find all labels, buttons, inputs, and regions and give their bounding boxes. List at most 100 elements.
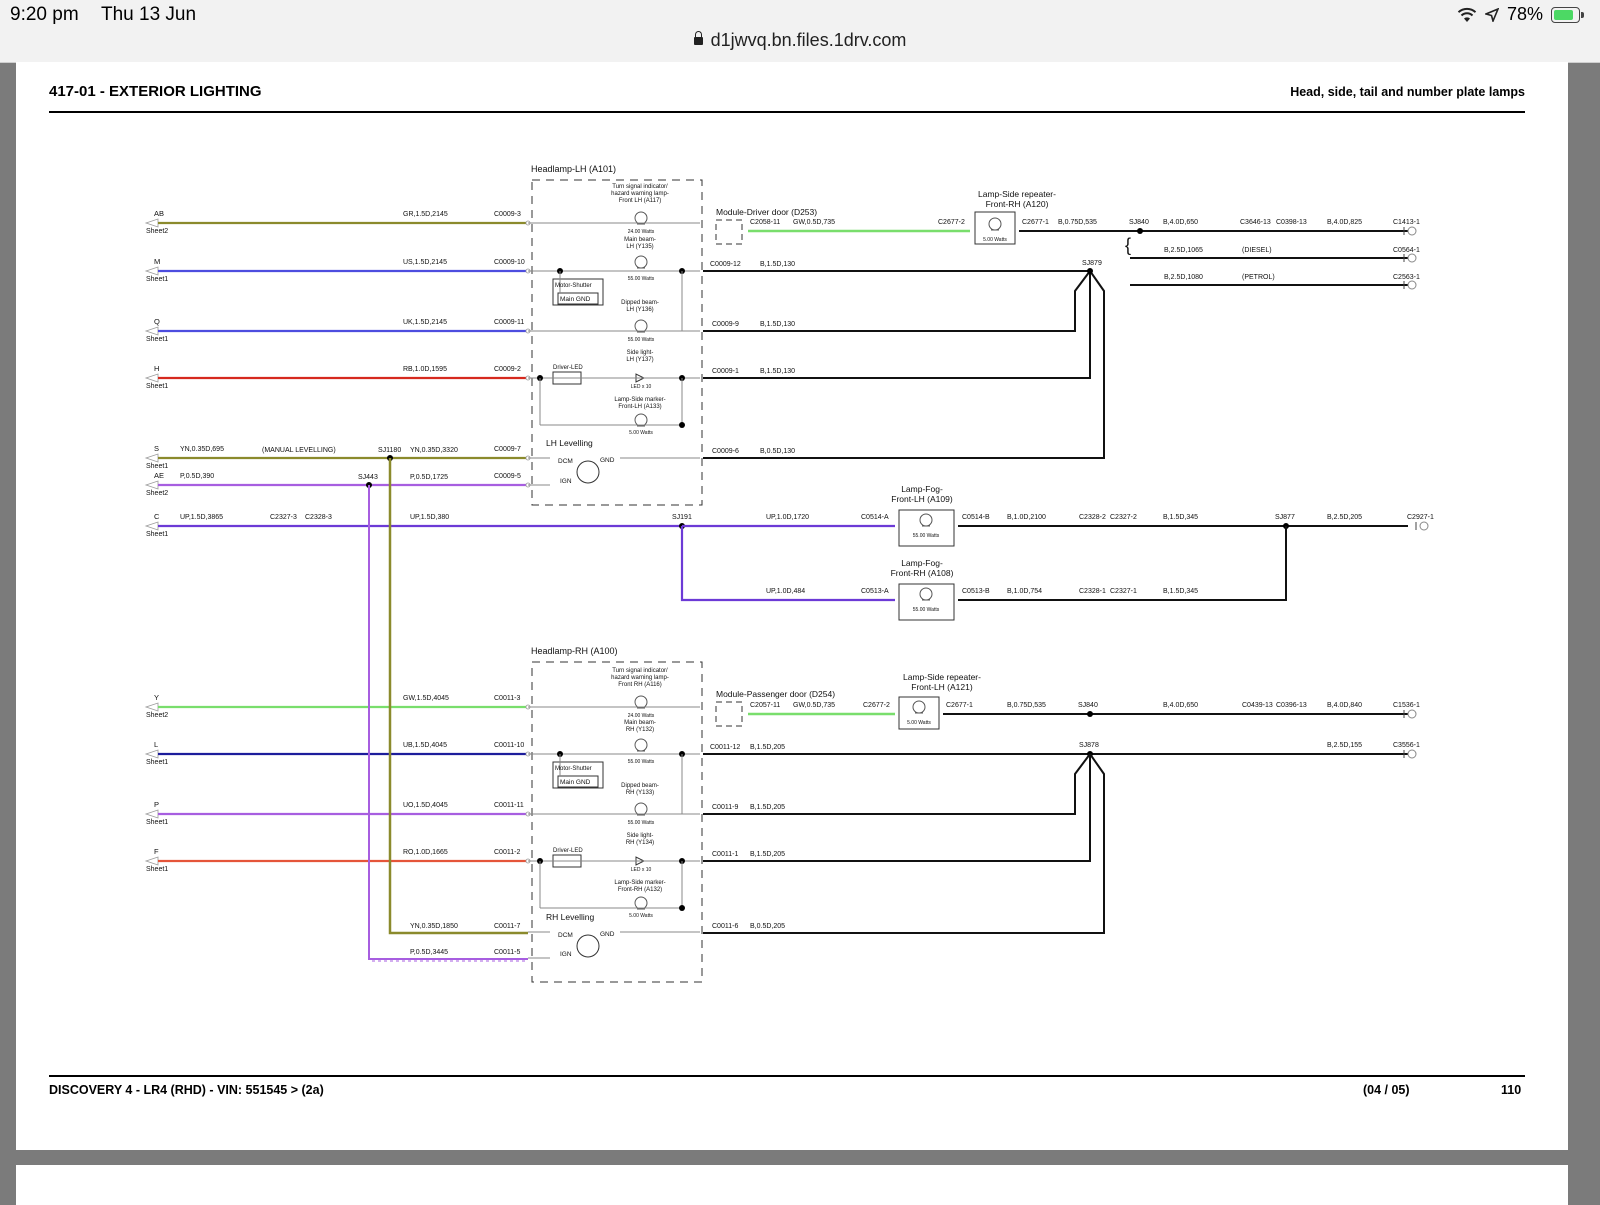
wire-spec: UP,1.5D,380 [410, 514, 449, 521]
wire-spec: YN,0.35D,695 [180, 446, 224, 453]
watts-label: 5.00 Watts [629, 430, 653, 436]
headlamp-title: Headlamp-RH (A100) [531, 646, 618, 656]
output-wire [703, 271, 1091, 379]
component-label: Front-RH (A132) [618, 887, 662, 893]
terminal-icon [1407, 280, 1417, 290]
levelling-motor-icon [576, 934, 600, 958]
wire-spec: UB,1.5D,4045 [403, 742, 447, 749]
component-label: Main beam- [624, 237, 656, 243]
main-beam-lamp-icon [634, 255, 648, 269]
component-label: Motor-Shutter [555, 283, 592, 289]
connector-label: C0514-A [861, 514, 889, 521]
wire-spec: US,1.5D,2145 [403, 259, 447, 266]
connector-label: C3646-13 [1240, 219, 1271, 226]
sheet-arrow-icon [144, 480, 159, 490]
sheet-arrow-icon [144, 373, 159, 383]
levelling-title: RH Levelling [546, 912, 594, 922]
component-label: Main GND [560, 779, 591, 786]
component-label: Main beam- [624, 720, 656, 726]
terminal-icon [1407, 749, 1417, 759]
connector-label: C1536-1 [1393, 702, 1420, 709]
splice-label: SJ443 [358, 474, 378, 481]
splice-label: SJ878 [1079, 742, 1099, 749]
component-label: Front-LH (A133) [618, 404, 661, 410]
wire-spec: B,4.0D,650 [1163, 702, 1198, 709]
component-label: RH (Y133) [626, 790, 654, 796]
url-text: d1jwvq.bn.files.1drv.com [710, 30, 907, 50]
watts-label: 24.00 Watts [628, 713, 655, 719]
input-id: Y [154, 693, 159, 702]
component-label: LH (Y137) [626, 357, 653, 363]
status-icons: 78% [1457, 4, 1584, 25]
sheet-ref: Sheet1 [146, 463, 168, 470]
watts-label: 55.00 Watts [628, 759, 655, 765]
component-label: Dipped beam- [621, 783, 659, 789]
component-label: Front LH (A117) [619, 198, 662, 204]
headlamp-box [531, 179, 703, 506]
note-label: (MANUAL LEVELLING) [262, 447, 336, 454]
component-label: DCM [558, 458, 573, 465]
terminal-icon [1407, 226, 1417, 236]
fog-lamp-box [898, 583, 955, 621]
input-id: AE [154, 471, 164, 480]
connector-label: C0009-1 [712, 368, 739, 375]
wire-spec: B,2.5D,1065 [1164, 247, 1203, 254]
module-box [715, 219, 743, 245]
splice-label: SJ191 [672, 514, 692, 521]
component-label: IGN [560, 951, 572, 958]
wire-spec: B,1.5D,130 [760, 321, 795, 328]
turn-lamp-icon [634, 695, 648, 709]
input-id: L [154, 740, 158, 749]
connector-label: C0011-11 [494, 802, 524, 809]
page-number: 110 [1501, 1083, 1522, 1097]
component-label: Dipped beam- [621, 300, 659, 306]
component-label: LH (Y136) [626, 307, 653, 313]
wire-spec: GW,1.5D,4045 [403, 695, 449, 702]
next-page-edge [16, 1165, 1568, 1205]
levelling-wire [368, 485, 528, 960]
component-label: hazard warning lamp- [611, 675, 669, 681]
component-label: Turn signal indicator/ [612, 184, 668, 190]
connector-label: C2327-3 [270, 514, 297, 521]
junction [679, 905, 685, 911]
terminal-icon [1407, 253, 1417, 263]
footer-rule [49, 1075, 1525, 1077]
address-bar[interactable]: d1jwvq.bn.files.1drv.com [0, 30, 1600, 51]
sheet-ref: Sheet1 [146, 759, 168, 766]
wire-spec: RB,1.0D,1595 [403, 366, 447, 373]
sheet-ref: Sheet1 [146, 383, 168, 390]
component-label: Side light- [627, 833, 654, 839]
connector-label: C0011-3 [494, 695, 520, 702]
main-gnd-box [557, 775, 599, 788]
wire-spec: B,1.0D,2100 [1007, 514, 1046, 521]
connector-label: C0011-9 [712, 804, 738, 811]
sheet-arrow-icon [144, 218, 159, 228]
wire-spec: B,1.5D,345 [1163, 514, 1198, 521]
connector-label: C0011-5 [494, 949, 520, 956]
date: Thu 13 Jun [101, 4, 197, 25]
component-label: DCM [558, 932, 573, 939]
component-label: RH (Y134) [626, 840, 654, 846]
input-id: AB [154, 209, 164, 218]
input-id: S [154, 444, 159, 453]
component-title: Front-LH (A109) [891, 494, 953, 504]
input-id: F [154, 847, 159, 856]
wire-spec: UK,1.5D,2145 [403, 319, 447, 326]
component-label: Lamp-Side marker- [614, 880, 665, 886]
sheet-arrow-icon [144, 521, 159, 531]
sheet-arrow-icon [144, 266, 159, 276]
wire-spec: B,1.5D,345 [1163, 588, 1198, 595]
sheet-ref: Sheet1 [146, 336, 168, 343]
wire-spec: GW,0.5D,735 [793, 219, 835, 226]
motor-shutter-box [552, 278, 604, 306]
terminal-icon [1419, 521, 1429, 531]
battery-charging-icon [1551, 6, 1584, 23]
wire-spec: B,0.75D,535 [1007, 702, 1046, 709]
connector-label: C0011-1 [712, 851, 738, 858]
section-title: 417-01 - EXTERIOR LIGHTING [49, 83, 262, 100]
wire-spec: B,4.0D,825 [1327, 219, 1362, 226]
input-id: M [154, 257, 160, 266]
wire-spec: B,4.0D,840 [1327, 702, 1362, 709]
main-beam-lamp-icon [634, 738, 648, 752]
